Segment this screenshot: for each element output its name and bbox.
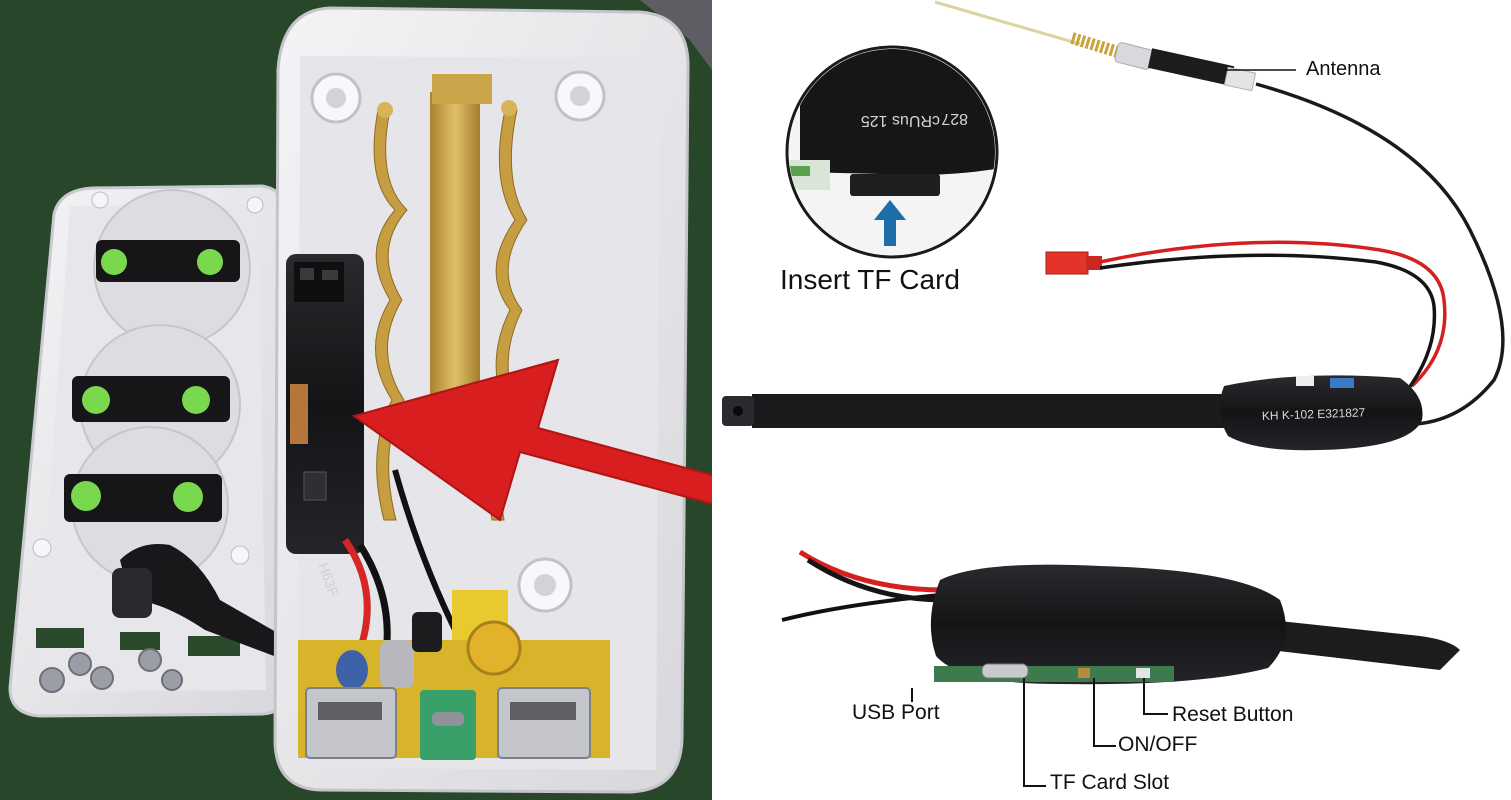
usb-port-label: USB Port — [852, 701, 940, 724]
reset-button-label: Reset Button — [1172, 703, 1294, 726]
gray-object-corner — [640, 0, 712, 70]
antenna — [934, 0, 1505, 426]
power-connector — [1045, 240, 1447, 394]
socket-shutter-1 — [96, 240, 240, 282]
camera-module-top: KH K-102 E321827 — [1219, 375, 1423, 451]
socket-shutter-3 — [64, 474, 222, 522]
usb-a-port-left — [305, 687, 397, 759]
tf-card-inset: cRUus 125 827 — [785, 45, 999, 259]
socket-shutter-2 — [72, 376, 230, 422]
left-photo: H63F — [0, 0, 946, 800]
hidden-camera-module: H63F — [286, 254, 364, 598]
usb-a-port-right — [497, 687, 591, 759]
socket-cover-lid — [8, 184, 292, 718]
insert-tf-card-label: Insert TF Card — [780, 264, 960, 295]
sd-card-text: cRUus 125 — [861, 112, 940, 129]
module-marking-main: KH K-102 E321827 — [1262, 405, 1366, 423]
right-product-image: KH K-102 E321827 cRUus 125 827 — [712, 0, 1511, 800]
camera-ribbon-cable — [752, 394, 1230, 428]
callout-leader-lines — [911, 678, 1168, 787]
usb-charger-pcb — [298, 590, 610, 760]
tf-card-slot-label: TF Card Slot — [1050, 771, 1170, 794]
camera-module-closeup — [781, 549, 1460, 685]
antenna-label: Antenna — [1306, 58, 1381, 80]
sd-card-text-2: 827 — [941, 110, 968, 127]
insert-direction-arrow — [874, 200, 906, 246]
brass-contacts — [373, 74, 528, 521]
on-off-label: ON/OFF — [1118, 733, 1198, 756]
camera-ribbon — [120, 544, 290, 662]
